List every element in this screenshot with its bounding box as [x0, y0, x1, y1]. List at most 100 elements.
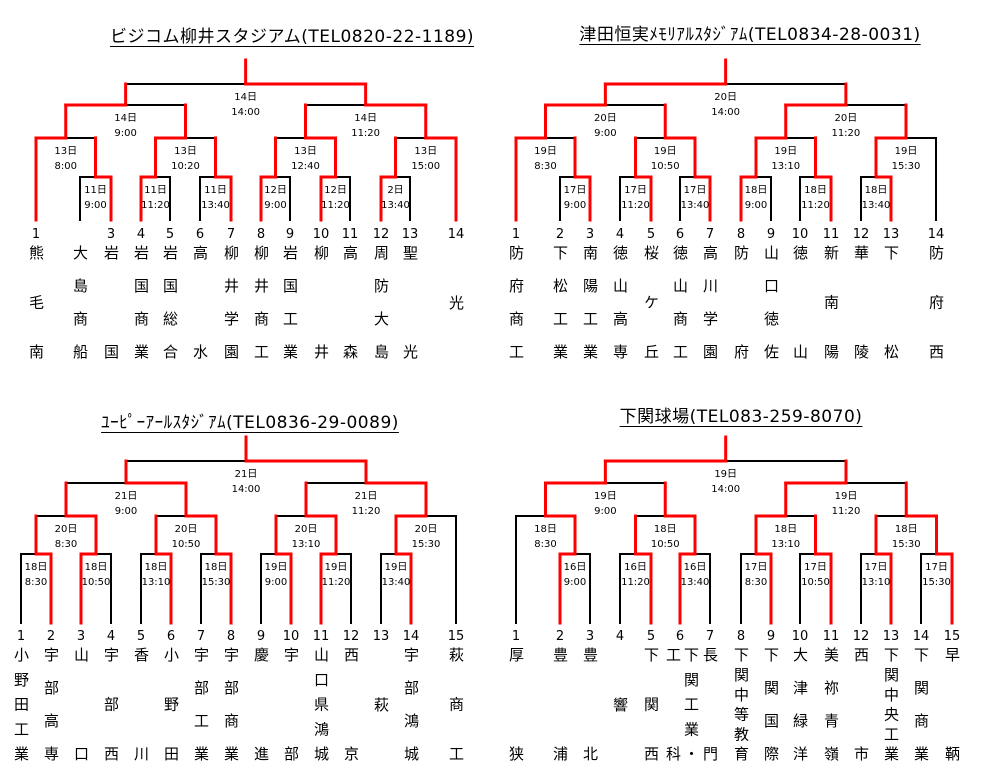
team-number: 13	[882, 227, 900, 242]
team-number: 12	[342, 629, 360, 644]
match-schedule-label: 12日 11:20	[306, 183, 366, 213]
team-name: 華陵	[852, 245, 870, 359]
match-schedule-label: 13日 8:00	[36, 144, 96, 174]
match-time: 11:20	[321, 200, 350, 211]
match-date: 19日	[653, 146, 677, 157]
match-time: 11:20	[351, 128, 381, 139]
match-date: 14日	[354, 113, 377, 124]
team-number: 4	[615, 227, 625, 242]
team-name: 下関商業	[912, 647, 930, 761]
team-number: 3	[585, 629, 595, 644]
team-name: 高水	[191, 245, 209, 359]
team-number: 1	[511, 629, 521, 644]
match-time: 15:30	[411, 539, 441, 550]
match-date: 18日	[84, 562, 108, 573]
team-number: 12	[372, 227, 390, 242]
match-schedule-label: 17日 11:20	[606, 183, 666, 213]
team-number: 5	[165, 227, 175, 242]
match-time: 11:20	[831, 506, 861, 517]
match-time: 10:50	[801, 577, 830, 588]
team-name: 防府	[732, 245, 750, 359]
match-time: 15:30	[891, 539, 921, 550]
match-time: 10:50	[171, 539, 201, 550]
match-date: 18日	[864, 185, 888, 196]
match-time: 15:30	[891, 161, 921, 172]
team-name: 豊北	[581, 647, 599, 761]
match-schedule-label: 14日 11:20	[336, 111, 396, 141]
match-time: 8:00	[54, 161, 77, 172]
match-date: 18日	[744, 185, 768, 196]
team-number: 4	[615, 629, 625, 644]
team-name: 宇部西	[102, 647, 120, 761]
team-name: 柳井	[312, 245, 330, 359]
match-time: 15:00	[411, 161, 441, 172]
match-date: 21日	[354, 491, 378, 502]
team-name: 新南陽	[822, 245, 840, 359]
team-name: 南陽工業	[581, 245, 599, 359]
team-name: 小野田	[162, 647, 180, 761]
team-name: 岩国工業	[281, 245, 299, 359]
match-date: 17日	[624, 185, 647, 196]
team-number: 1	[16, 629, 26, 644]
match-date: 13日	[54, 146, 78, 157]
match-date: 18日	[894, 524, 918, 535]
match-time: 10:50	[650, 161, 680, 172]
team-number: 10	[791, 629, 809, 644]
match-time: 14:00	[231, 107, 261, 118]
match-time: 14:00	[711, 484, 741, 495]
match-date: 12日	[324, 185, 347, 196]
match-date: 17日	[864, 562, 888, 573]
team-number: 9	[285, 227, 295, 242]
team-number: 13	[882, 629, 900, 644]
team-number: 14	[912, 629, 930, 644]
match-date: 19日	[714, 469, 738, 480]
match-time: 8:30	[534, 161, 557, 172]
team-name: 高川学園	[701, 245, 719, 359]
match-time: 11:20	[621, 200, 650, 211]
team-name: 岩国商業	[132, 245, 150, 359]
team-number: 7	[226, 227, 236, 242]
team-number: 7	[196, 629, 206, 644]
team-number: 2	[555, 629, 565, 644]
team-name: 山口県鴻城	[312, 647, 330, 761]
match-date: 19日	[264, 562, 288, 573]
match-time: 13:10	[861, 577, 891, 588]
match-date: 17日	[925, 562, 948, 573]
match-date: 16日	[683, 562, 707, 573]
team-number: 5	[136, 629, 146, 644]
match-date: 18日	[204, 562, 228, 573]
team-name: 下関中央工業	[882, 647, 900, 761]
team-number: 2	[555, 227, 565, 242]
match-date: 20日	[714, 92, 737, 103]
team-number: 4	[106, 629, 116, 644]
match-time: 11:20	[801, 200, 830, 211]
match-date: 17日	[683, 185, 707, 196]
match-time: 9:00	[264, 200, 287, 211]
match-schedule-label: 21日 11:20	[336, 489, 396, 519]
match-date: 20日	[294, 524, 318, 535]
match-date: 13日	[414, 146, 438, 157]
team-number: 7	[705, 227, 715, 242]
team-name: 香川	[132, 647, 150, 761]
team-name: 早鞆	[943, 647, 961, 761]
team-number: 14	[447, 227, 465, 242]
match-time: 11:20	[351, 506, 381, 517]
match-schedule-label: 17日 13:10	[846, 560, 906, 590]
match-time: 8:30	[534, 539, 557, 550]
team-name: 美祢青嶺	[822, 647, 840, 761]
match-date: 19日	[384, 562, 408, 573]
